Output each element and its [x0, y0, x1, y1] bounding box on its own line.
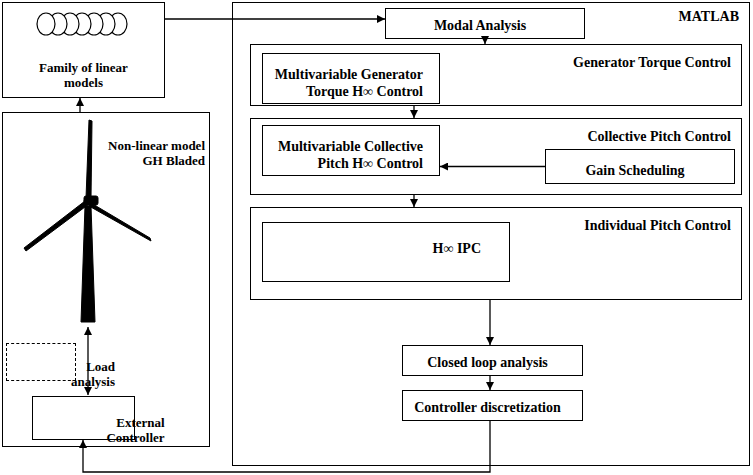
box-label: H∞ IPC — [281, 231, 491, 257]
process-box: Controller discretization — [402, 390, 583, 421]
model-family-icon — [37, 13, 127, 35]
flow-arrow — [413, 195, 414, 207]
flow-arrow — [413, 106, 414, 118]
box-label: Family of linear models — [24, 61, 144, 91]
process-box: Multivariable Collective Pitch H∞ Contro… — [262, 125, 440, 176]
box-label: Gain Scheduling — [585, 153, 694, 179]
box-label: Load analysis — [71, 360, 115, 390]
flow-arrow — [79, 98, 80, 112]
box-label: Modal Analysis — [434, 12, 536, 34]
box-label: External Controller — [106, 416, 164, 446]
simulation-model-box: Non-linear model GH BladedLoad analysisE… — [2, 112, 210, 447]
box-label: Non-linear model GH Bladed — [107, 139, 205, 169]
box-label: Controller discretization — [414, 394, 571, 416]
controller-box: External Controller — [32, 396, 135, 440]
process-box: Multivariable Generator Torque H∞ Contro… — [262, 53, 440, 104]
box-label: Closed loop analysis — [427, 349, 558, 371]
flow-arrow — [165, 18, 385, 19]
flow-arrow — [440, 166, 545, 167]
analysis-box: Load analysis — [6, 343, 76, 381]
box-label: Multivariable Collective Pitch H∞ Contro… — [269, 129, 433, 171]
process-box: Modal Analysis — [385, 8, 585, 39]
control-stage-panel: Individual Pitch ControlH∞ IPC — [250, 207, 742, 300]
flow-arrow — [489, 300, 490, 345]
process-box: Closed loop analysis — [402, 345, 583, 376]
box-label: Generator Torque Control — [251, 45, 741, 71]
process-box: H∞ IPC — [262, 222, 510, 282]
flow-arrow — [489, 376, 490, 390]
tool-frame: MATLABModal AnalysisGenerator Torque Con… — [232, 2, 750, 466]
process-box: Gain Scheduling — [545, 149, 735, 184]
control-stage-panel: Generator Torque ControlMultivariable Ge… — [250, 44, 742, 106]
box-label: Multivariable Generator Torque H∞ Contro… — [269, 57, 433, 99]
model-family-box: Family of linear models — [2, 2, 165, 98]
control-stage-panel: Collective Pitch ControlMultivariable Co… — [250, 118, 742, 195]
